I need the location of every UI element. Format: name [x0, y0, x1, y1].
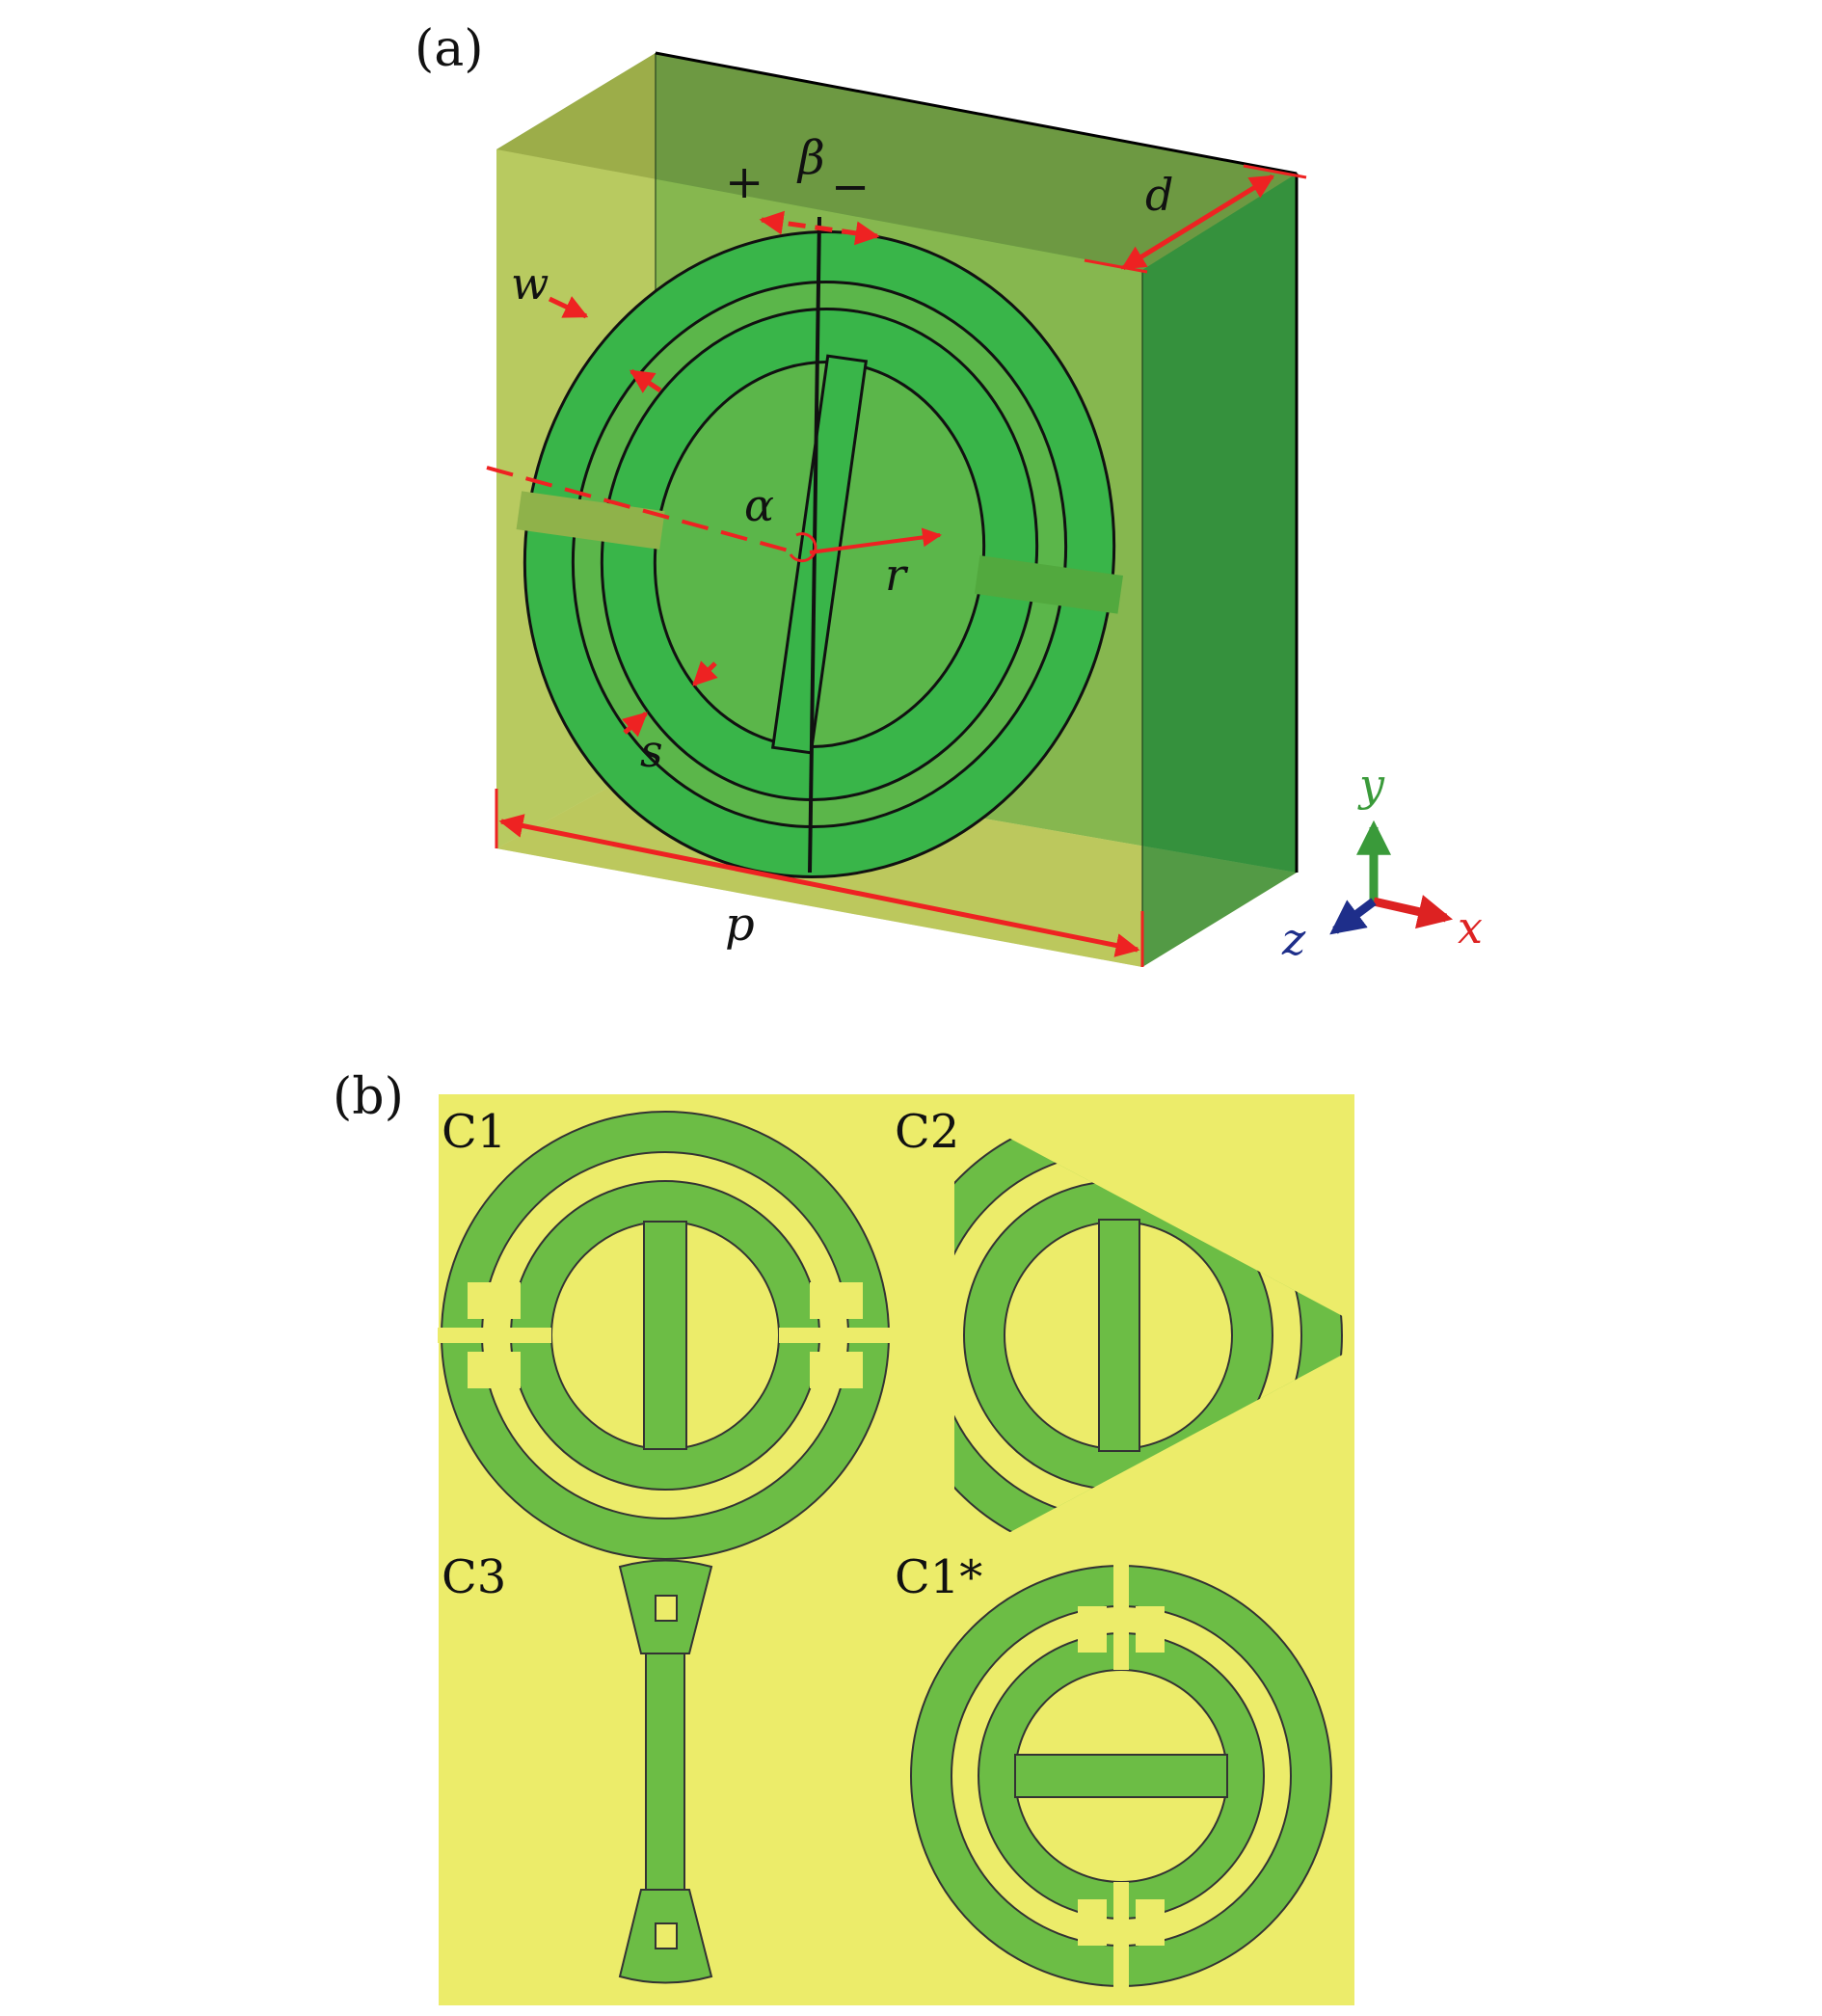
dim-p: p	[725, 898, 755, 952]
cell-c3-label: C3	[442, 1550, 506, 1604]
s-arrow-1	[692, 660, 718, 686]
panel-a-label: (a)	[415, 20, 484, 78]
panel-b: (b) C1	[333, 1068, 1354, 2005]
beta-arrow	[759, 210, 880, 246]
p-arrow	[498, 814, 1140, 957]
c3-bottom-window	[655, 1922, 678, 1949]
dim-s: s	[640, 725, 663, 777]
coordinate-axes: y x z	[1281, 759, 1483, 965]
dim-alpha: α	[744, 479, 774, 531]
cell-c2-label: C2	[895, 1105, 959, 1159]
cell-c3: C3	[442, 1550, 713, 1984]
z-axis-arrow	[1329, 898, 1377, 935]
panel-b-label: (b)	[333, 1068, 404, 1126]
cell-c1: C1	[438, 1105, 893, 1560]
dim-plus: +	[725, 155, 764, 209]
x-axis-arrow	[1373, 895, 1454, 929]
cell-c1-star-label: C1*	[895, 1550, 982, 1604]
substrate-right-face	[1142, 174, 1297, 967]
cell-c1-star: C1*	[895, 1550, 1332, 1990]
w-arrow-1	[548, 296, 589, 319]
substrate-top-face	[496, 53, 1297, 270]
s-arrow-2	[621, 712, 648, 738]
c2-strip	[1098, 1219, 1140, 1452]
top-edge-black	[655, 51, 1298, 175]
r-arrow	[809, 527, 942, 554]
dim-r: r	[885, 549, 909, 601]
axis-label-x: x	[1458, 901, 1483, 954]
axis-label-y: y	[1357, 759, 1385, 811]
d-tick-2	[1243, 164, 1307, 179]
left-slit	[516, 491, 665, 550]
dim-beta: β	[796, 131, 825, 185]
cell-c1-label: C1	[442, 1105, 506, 1159]
dim-minus: −	[831, 160, 870, 214]
dim-w: w	[511, 257, 549, 309]
reference-dashed-line	[486, 466, 796, 554]
c3-top-window	[655, 1595, 678, 1622]
c3-strip	[645, 1653, 685, 1891]
center-strip	[770, 354, 869, 755]
right-slit	[974, 555, 1123, 614]
dim-d: d	[1145, 169, 1173, 221]
d-tick-1	[1084, 258, 1148, 274]
axis-label-z: z	[1281, 913, 1306, 965]
d-arrow	[1120, 174, 1275, 271]
w-arrow-2	[629, 368, 662, 393]
panel-a: (a)	[415, 20, 1483, 967]
resonator-pattern	[516, 230, 1123, 878]
